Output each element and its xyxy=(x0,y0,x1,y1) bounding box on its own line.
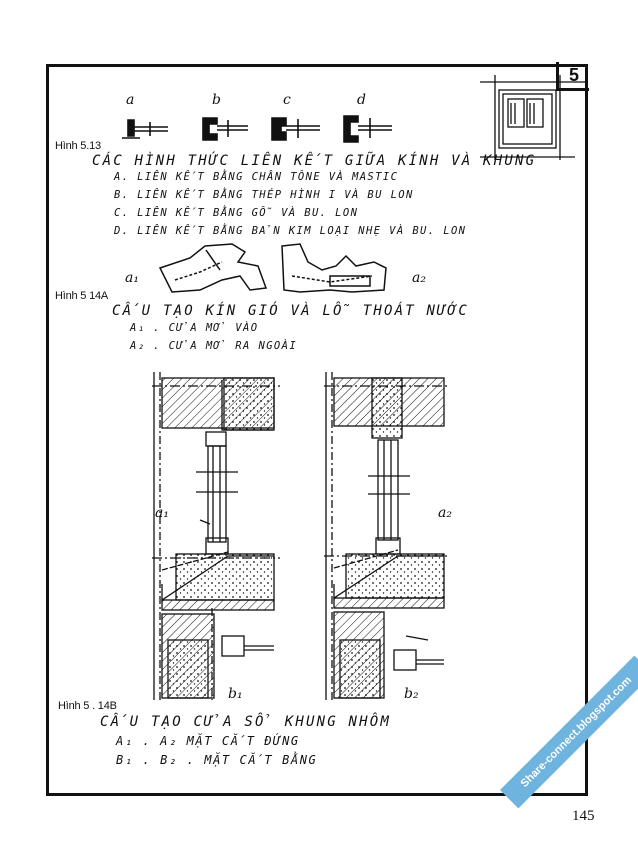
window-elevation-icon xyxy=(480,75,588,160)
fig-5-14a-item-a1: a₁ . CỬA MỞ VÀO xyxy=(130,322,259,334)
label-c: c xyxy=(283,92,291,108)
fig-5-13-item-d: d. LIÊN KẾT BẰNG BẢN KIM LOẠI NHẸ VÀ BU.… xyxy=(114,225,467,237)
fig-5-13-title: CÁC HÌNH THỨC LIÊN KẾT GIỮA KÍNH VÀ KHUN… xyxy=(92,153,537,169)
weatherstrip-profile-a1 xyxy=(158,243,268,293)
label-a2-section: a₂ xyxy=(438,505,452,521)
vertical-section-a1 xyxy=(152,372,280,700)
figure-caption-5-14a: Hình 5 14A xyxy=(55,290,109,302)
drainage-profile-a2 xyxy=(281,243,387,293)
label-a: a xyxy=(126,92,135,108)
fig-5-14b-item-a: a₁ . a₂ MẶT CẮT ĐỨNG xyxy=(116,734,300,748)
label-b1-section: b₁ xyxy=(228,686,243,702)
glass-frame-detail-c xyxy=(271,117,320,141)
label-a2-top: a₂ xyxy=(412,270,426,286)
fig-5-13-item-b: b. LIÊN KẾT BẰNG THÉP HÌNH I VÀ BU LON xyxy=(114,189,414,201)
figure-caption-5-14b: Hình 5 . 14B xyxy=(58,700,117,712)
sheet-number: 5 xyxy=(556,62,589,91)
label-a1-section: a₁ xyxy=(155,505,169,521)
glass-frame-detail-d xyxy=(343,115,392,143)
fig-5-14b-item-b: b₁ . b₂ . MẶT CẮT BẰNG xyxy=(116,753,318,767)
glass-frame-detail-b xyxy=(202,117,248,141)
label-b: b xyxy=(212,92,221,108)
fig-5-14a-item-a2: a₂ . CỬA MỞ RA NGOÀI xyxy=(130,340,298,352)
label-b2-section: b₂ xyxy=(404,686,419,702)
fig-5-13-item-a: a. LIÊN KẾT BẰNG CHÂN TÔNE VÀ MASTIC xyxy=(114,171,399,183)
label-a1-top: a₁ xyxy=(125,270,139,286)
fig-5-13-item-c: c. LIÊN KẾT BẰNG GỖ VÀ BU. LON xyxy=(114,207,359,219)
vertical-section-a2 xyxy=(324,372,450,700)
fig-5-14b-title: CẤU TẠO CỬA SỔ KHUNG NHÔM xyxy=(100,714,392,730)
fig-5-14a-title: CẤU TẠO KÍN GIÓ VÀ LỖ THOÁT NƯỚC xyxy=(112,303,469,319)
drawing-frame xyxy=(46,64,588,796)
page-number: 145 xyxy=(572,808,595,824)
label-d: d xyxy=(357,92,366,108)
figure-caption-5-13: Hình 5.13 xyxy=(55,140,101,152)
glass-frame-detail-a xyxy=(122,119,168,139)
